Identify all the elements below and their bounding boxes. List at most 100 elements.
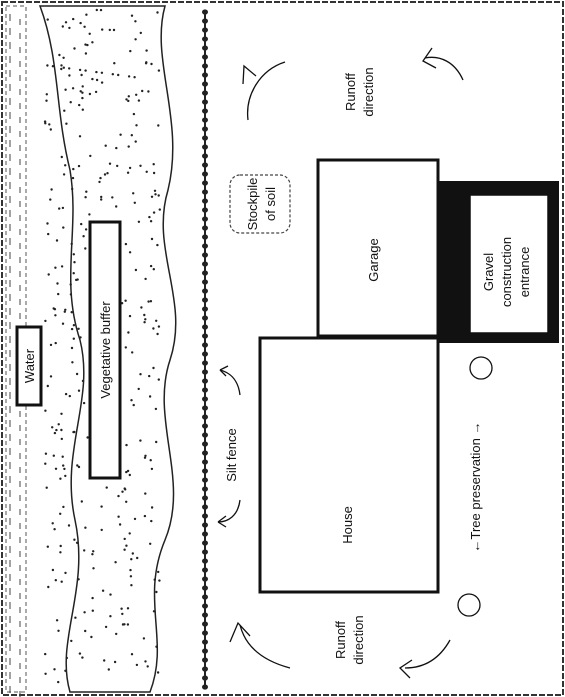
buffer-dot (47, 232, 50, 236)
buffer-dot (114, 561, 117, 564)
buffer-dot (104, 144, 107, 147)
buffer-dot (99, 8, 103, 12)
buffer-dot (146, 665, 149, 668)
silt-bead (202, 297, 208, 303)
buffer-dot (139, 164, 142, 167)
buffer-dot (81, 91, 84, 94)
silt-bead (202, 9, 208, 15)
buffer-dot (143, 514, 147, 518)
buffer-dot (81, 656, 84, 659)
buffer-dot (61, 455, 64, 458)
buffer-dot (54, 266, 57, 269)
silt-bead (202, 189, 208, 195)
silt-bead (202, 621, 208, 627)
silt-bead (202, 603, 208, 609)
buffer-dot (101, 589, 105, 592)
buffer-dot (68, 67, 71, 70)
buffer-dot (83, 611, 86, 614)
buffer-dot (111, 196, 114, 199)
buffer-dot (134, 38, 137, 41)
buffer-dot (51, 522, 54, 525)
silt-bead (202, 513, 208, 519)
buffer-dot (72, 253, 76, 256)
buffer-dot (53, 668, 56, 671)
buffer-dot (123, 548, 126, 551)
buffer-dot (46, 18, 49, 21)
buffer-dot (44, 452, 48, 455)
buffer-dot (130, 558, 133, 561)
buffer-dot (157, 194, 160, 197)
silt-bead (202, 306, 208, 312)
silt-bead (202, 387, 208, 393)
buffer-dot (70, 346, 74, 350)
buffer-dot (127, 331, 130, 334)
buffer-dot (113, 660, 117, 664)
silt-bead (202, 657, 208, 663)
buffer-dot (84, 196, 87, 199)
buffer-dot (65, 122, 68, 125)
silt-bead (202, 243, 208, 249)
buffer-dot (71, 176, 75, 180)
buffer-dot (132, 112, 136, 116)
buffer-dot (58, 53, 61, 57)
buffer-dot (133, 517, 137, 521)
buffer-dot (45, 93, 48, 96)
buffer-dot (53, 528, 56, 531)
buffer-dot (156, 671, 160, 674)
buffer-dot (100, 81, 104, 84)
buffer-dot (49, 343, 53, 347)
buffer-dot (80, 222, 83, 226)
buffer-dot (137, 220, 141, 223)
buffer-dot (46, 545, 49, 548)
buffer-dot (133, 76, 136, 79)
house-box: House (258, 336, 440, 594)
buffer-dot (60, 580, 63, 583)
buffer-dot (68, 394, 72, 398)
buffer-dot (86, 43, 89, 47)
tree-preservation: ←Tree preservation → (457, 356, 493, 617)
runoff-arrow-top-left (247, 61, 286, 121)
buffer-dot (127, 95, 130, 98)
silt-bead (202, 18, 208, 24)
buffer-dot (149, 459, 152, 462)
buffer-dot (123, 537, 126, 541)
buffer-dot (59, 477, 62, 480)
buffer-dot (49, 128, 52, 131)
gravel-label-line2: construction (499, 237, 514, 307)
buffer-dot (125, 500, 128, 503)
silt-bead (202, 81, 208, 87)
silt-bead (202, 522, 208, 528)
silt-fence-arrowhead-bottom (217, 515, 227, 528)
buffer-dot (72, 337, 76, 340)
buffer-dot (130, 14, 134, 17)
buffer-dot (70, 639, 73, 643)
silt-bead (202, 495, 208, 501)
buffer-dot (129, 568, 132, 572)
buffer-dot (128, 251, 132, 254)
buffer-dot (129, 49, 132, 53)
buffer-dot (75, 541, 79, 544)
water-zone (5, 5, 27, 697)
buffer-dot (47, 273, 50, 276)
buffer-dot (72, 167, 75, 171)
buffer-dot (72, 17, 75, 21)
silt-bead (202, 324, 208, 330)
buffer-dot (49, 375, 53, 378)
buffer-dot (53, 431, 57, 435)
buffer-dot (79, 21, 82, 25)
buffer-dot (139, 31, 142, 35)
buffer-stipple (43, 8, 161, 684)
tree-icon-bottom (457, 593, 481, 617)
buffer-dot (63, 467, 66, 471)
buffer-dot (75, 372, 79, 376)
silt-bead (202, 531, 208, 537)
silt-bead (202, 351, 208, 357)
buffer-dot (128, 314, 132, 318)
buffer-dot (132, 403, 135, 407)
buffer-dot (60, 67, 63, 71)
silt-bead (202, 90, 208, 96)
buffer-dot (80, 500, 84, 503)
silt-bead (202, 666, 208, 672)
buffer-dot (54, 341, 57, 345)
